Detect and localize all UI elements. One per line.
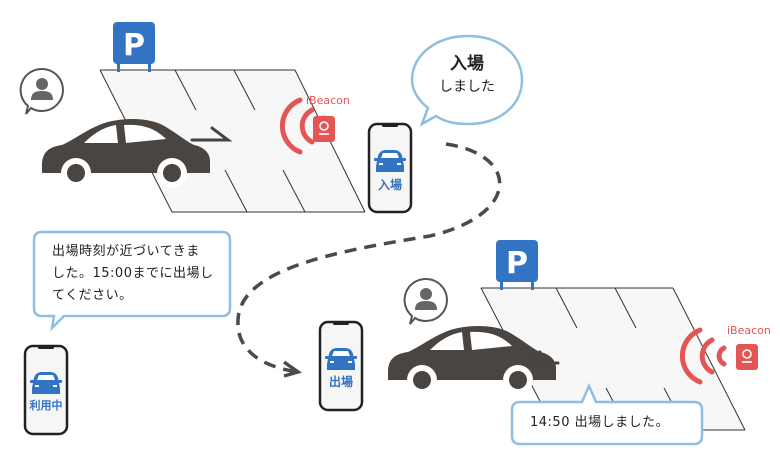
beacon-label-exit: iBeacon [727,324,771,337]
phone-label-in-use: 利用中 [29,399,63,412]
entry-bubble-line2: しました [439,79,495,95]
entry-bubble-text: 入場 しました [412,52,522,98]
notification-line1: 出場時刻が近づいてきま [52,244,200,259]
exit-message-bubble [510,382,704,446]
notification-line3: てください。 [52,288,133,303]
user-avatar-icon [403,277,448,325]
parking-sign-entry [113,22,155,64]
parking-sign-icon [496,240,538,290]
user-avatar-icon [19,67,64,115]
notification-bubble [32,230,232,332]
phone-label-entry: 入場 [377,178,402,192]
beacon-icon [735,343,759,371]
notification-line2: した。15:00までに出場し [52,266,214,281]
flow-arrowhead-icon [282,360,302,378]
beacon-label-entry: iBeacon [306,94,350,107]
beacon-icon [312,115,336,143]
phone-label-exit: 出場 [328,375,353,389]
flow-dashed-path [236,142,502,374]
entry-speech-bubble [410,34,524,127]
arrow-right-icon [190,126,233,142]
exit-message-text: 14:50 出場しました。 [530,415,670,430]
entry-bubble-line1: 入場 [450,54,484,74]
arrow-left-icon [519,350,560,365]
notification-text: 出場時刻が近づいてきま した。15:00までに出場し てください。 [52,241,228,307]
